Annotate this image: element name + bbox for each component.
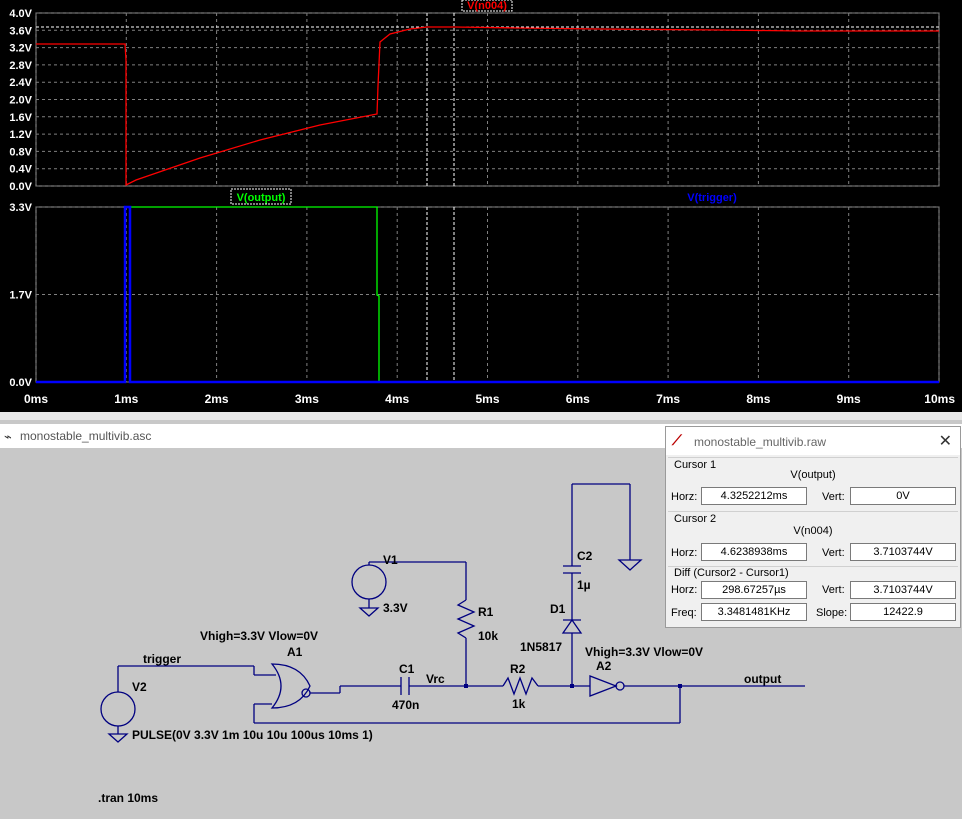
x-tick-label: 1ms: [114, 392, 138, 406]
trace-label-output[interactable]: V(output): [237, 192, 286, 204]
x-tick-label: 0ms: [24, 392, 48, 406]
a2-symbol[interactable]: [589, 675, 618, 697]
v2-value: PULSE(0V 3.3V 1m 10u 10u 100us 10ms 1): [132, 728, 373, 742]
diff-vert-label: Vert:: [822, 584, 845, 596]
label-box-output: [230, 188, 292, 205]
bottom-y-tick-label: 1.7V: [9, 290, 32, 302]
cursor-readout-window[interactable]: ⟋ monostable_multivib.raw ✕ Cursor 1 V(o…: [665, 426, 961, 628]
cursor2-horz-field[interactable]: 4.6238938ms: [701, 543, 807, 561]
cursor2-vert-field[interactable]: 3.7103744V: [850, 543, 956, 561]
c2-value: 1µ: [577, 578, 591, 592]
v1-symbol[interactable]: [351, 564, 387, 600]
v1-label: V1: [383, 553, 398, 567]
top-y-tick-label: 0.4V: [9, 164, 32, 176]
close-icon[interactable]: ✕: [938, 433, 952, 450]
x-tick-label: 2ms: [205, 392, 229, 406]
trace-label-n004[interactable]: V(n004): [467, 0, 507, 12]
c1-label: C1: [399, 662, 415, 676]
top-y-tick-label: 3.2V: [9, 43, 32, 55]
diff-slope-label: Slope:: [816, 607, 848, 619]
cursor1-group: Cursor 1 V(output) Horz: 4.3252212ms Ver…: [668, 457, 958, 512]
trace-v-trigger: [36, 205, 939, 384]
d1-symbol[interactable]: [561, 618, 583, 634]
v2-label: V2: [132, 680, 147, 694]
diff-horz-label: Horz:: [671, 584, 698, 596]
cursor2-vert-label: Vert:: [822, 547, 845, 559]
diff-label: Diff (Cursor2 - Cursor1): [674, 567, 789, 579]
r1-label: R1: [478, 605, 494, 619]
net-label-output: output: [744, 672, 781, 686]
x-tick-label: 7ms: [656, 392, 680, 406]
top-y-tick-label: 2.8V: [9, 60, 32, 72]
cursor2-horz-label: Horz:: [671, 547, 698, 559]
cursor1-horz-field[interactable]: 4.3252212ms: [701, 487, 807, 505]
x-tick-label: 3ms: [295, 392, 319, 406]
schematic-title: monostable_multivib.asc: [20, 429, 152, 443]
cursor-window-title-bar[interactable]: ⟋ monostable_multivib.raw ✕: [666, 427, 960, 455]
net-label-vrc: Vrc: [426, 672, 445, 686]
r2-value: 1k: [512, 697, 526, 711]
top-y-tick-label: 0.0V: [9, 181, 32, 193]
diff-horz-field[interactable]: 298.67257µs: [701, 581, 807, 599]
bottom-y-tick-label: 3.3V: [9, 202, 32, 214]
top-y-tick-label: 0.8V: [9, 146, 32, 158]
diff-vert-field[interactable]: 3.7103744V: [850, 581, 956, 599]
cursor1-horz-label: Horz:: [671, 491, 698, 503]
cursor1-signal: V(output): [790, 469, 836, 481]
top-y-tick-label: 3.6V: [9, 25, 32, 37]
trace-v-n004: [36, 26, 939, 187]
cursor-window-title: monostable_multivib.raw: [694, 435, 827, 449]
waveform-svg[interactable]: 4.0V 3.6V 3.2V 2.8V 2.4V 2.0V 1.6V 1.2V 0.8V 0.4V…: [0, 0, 962, 412]
top-y-tick-label: 4.0V: [9, 8, 32, 20]
schematic-icon: ⌁: [4, 429, 12, 444]
x-tick-label: 5ms: [475, 392, 499, 406]
c2-ground: [617, 559, 643, 571]
a1-params: Vhigh=3.3V Vlow=0V: [200, 629, 318, 643]
cursor2-label: Cursor 2: [674, 513, 717, 525]
top-y-tick-label: 1.6V: [9, 112, 32, 124]
waveform-plot-window[interactable]: 4.0V 3.6V 3.2V 2.8V 2.4V 2.0V 1.6V 1.2V 0.8V 0.4V…: [0, 0, 962, 412]
top-y-tick-label: 2.4V: [9, 77, 32, 89]
r2-symbol[interactable]: [502, 676, 539, 696]
cursor1-vert-label: Vert:: [822, 491, 845, 503]
cursor2-signal: V(n004): [793, 525, 833, 537]
d1-value: 1N5817: [520, 640, 562, 654]
schematic-svg[interactable]: V1 3.3V R1 10k C2 1µ D1 1N5817 Vhigh=3.3…: [0, 448, 962, 814]
cursor1-vert-field[interactable]: 0V: [850, 487, 956, 505]
top-y-tick-label: 2.0V: [9, 95, 32, 107]
r1-symbol[interactable]: [456, 599, 476, 639]
trace-label-trigger[interactable]: V(trigger): [687, 192, 737, 204]
diff-group: Diff (Cursor2 - Cursor1) Horz: 298.67257…: [668, 566, 958, 625]
c2-label: C2: [577, 549, 593, 563]
cursor1-label: Cursor 1: [674, 459, 717, 471]
tran-directive[interactable]: .tran 10ms: [98, 791, 158, 805]
net-label-trigger: trigger: [143, 652, 181, 666]
top-y-tick-label: 1.2V: [9, 129, 32, 141]
v1-value: 3.3V: [383, 601, 408, 615]
x-tick-label: 4ms: [385, 392, 409, 406]
bottom-y-tick-label: 0.0V: [9, 377, 32, 389]
a2-label: A2: [596, 659, 612, 673]
c1-value: 470n: [392, 698, 419, 712]
window-separator: [0, 412, 962, 420]
v2-symbol[interactable]: [100, 691, 136, 727]
waveform-app-icon: ⟋: [672, 432, 682, 448]
r2-label: R2: [510, 662, 526, 676]
cursor2-group: Cursor 2 V(n004) Horz: 4.6238938ms Vert:…: [668, 511, 958, 566]
a1-label: A1: [287, 645, 303, 659]
diff-slope-field[interactable]: 12422.9: [850, 603, 956, 621]
label-box-n004: [461, 0, 513, 12]
x-tick-label: 10ms: [924, 392, 955, 406]
a1-symbol[interactable]: [270, 663, 311, 709]
a2-params: Vhigh=3.3V Vlow=0V: [585, 645, 703, 659]
x-tick-label: 9ms: [837, 392, 861, 406]
x-tick-label: 6ms: [566, 392, 590, 406]
r1-value: 10k: [478, 629, 498, 643]
d1-label: D1: [550, 602, 566, 616]
x-tick-label: 8ms: [746, 392, 770, 406]
diff-freq-field[interactable]: 3.3481481KHz: [701, 603, 807, 621]
diff-freq-label: Freq:: [671, 607, 697, 619]
